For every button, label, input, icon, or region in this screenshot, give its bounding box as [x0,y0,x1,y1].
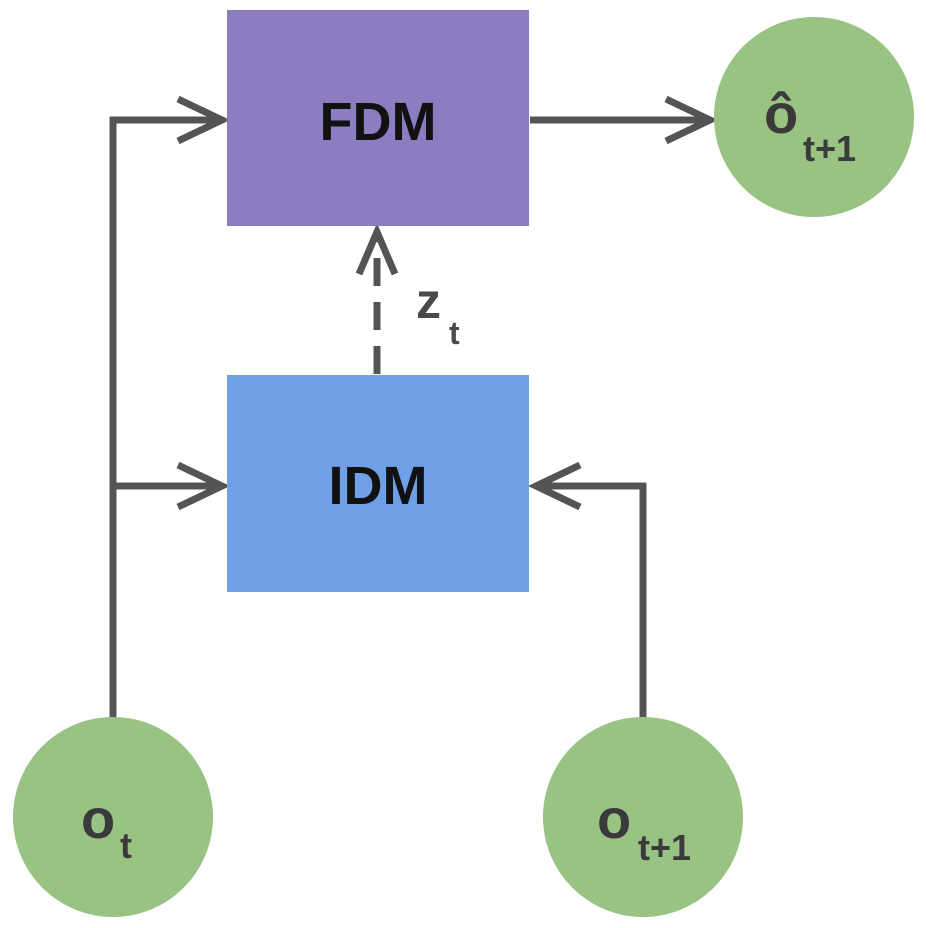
arrowhead-fdm-to-o-hat [664,95,719,145]
idm-box-rect [227,375,529,592]
idm-box: IDM [227,375,529,592]
latent-main: z [416,273,441,329]
arrowhead-o-t-to-fdm [176,95,231,145]
arrowhead-o-t-to-idm [176,461,231,511]
node-o-t-plus-1-circle [543,717,743,917]
latent-subscript: t [449,315,460,351]
node-o-hat-t-plus-1-main: ô [764,82,798,145]
node-o-t-plus-1-main: o [597,787,631,850]
idm-label: IDM [329,456,428,516]
arrowhead-latent [355,223,399,276]
fdm-label: FDM [320,92,437,152]
node-o-t-plus-1-subscript: t+1 [638,827,691,868]
node-o-hat-t-plus-1-subscript: t+1 [803,128,856,169]
fdm-box-rect [227,10,529,226]
node-o-hat-t-plus-1: ô t+1 [714,17,914,217]
node-o-t: o t [13,717,213,917]
latent-label: z t [416,273,460,351]
node-o-hat-t-plus-1-circle [714,17,914,217]
node-o-t-subscript: t [120,825,132,866]
arrowhead-o-t1-to-idm [527,461,582,511]
node-o-t-main: o [81,787,115,850]
fdm-box: FDM [227,10,529,226]
node-o-t-circle [13,717,213,917]
node-o-t-plus-1: o t+1 [543,717,743,917]
